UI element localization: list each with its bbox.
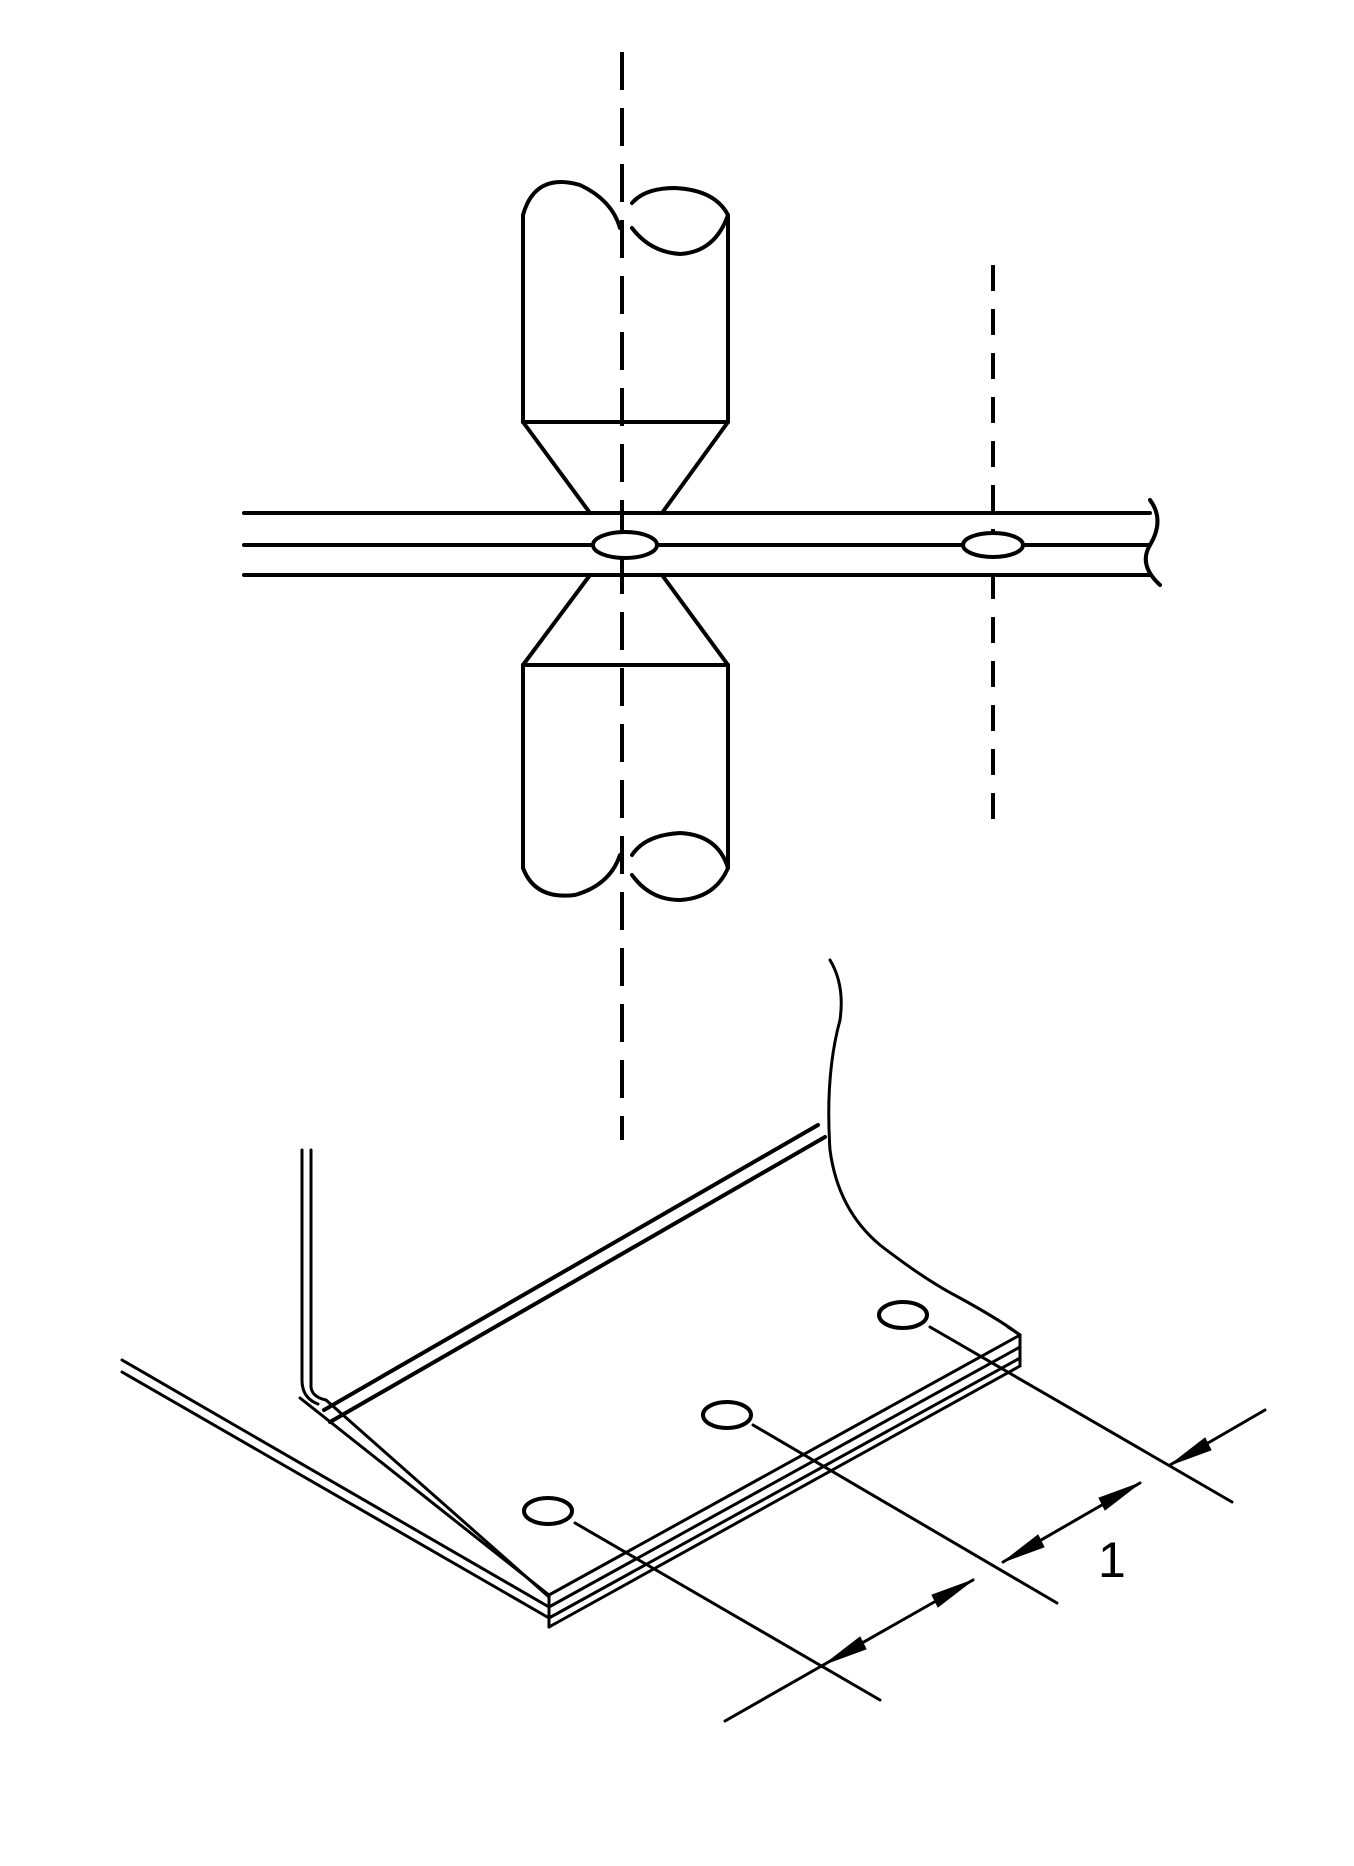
spot-weld [701, 1400, 753, 1430]
lower-electrode [521, 573, 730, 902]
upper-electrode [521, 180, 730, 515]
extension-line [751, 1423, 1059, 1605]
spot-weld [522, 1496, 574, 1526]
weld-nugget [961, 531, 1025, 559]
break-line [827, 958, 1022, 1337]
dimension-line [723, 1408, 1267, 1723]
plate-edge [547, 1325, 1022, 1629]
spot-weld [877, 1300, 929, 1330]
dimension-callout: 1 [1098, 1532, 1126, 1588]
vertical-flange [300, 1148, 328, 1406]
base-sheet [120, 1358, 551, 1629]
weld-cross-section [242, 52, 1162, 1140]
flange-isometric-view: 1 [120, 958, 1267, 1723]
extension-line [928, 1325, 1234, 1504]
extension-line [573, 1521, 882, 1702]
weld-nugget [591, 530, 659, 560]
